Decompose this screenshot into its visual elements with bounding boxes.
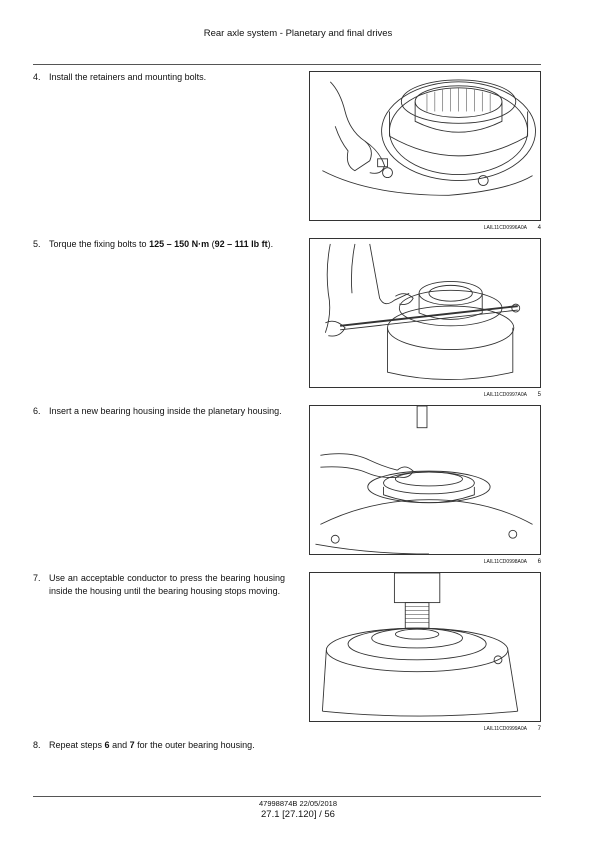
figure-5-image <box>309 238 541 388</box>
figure-code: LAIL11CD0996A0A <box>483 225 527 231</box>
torque-nm-value: 125 – 150 N·m <box>149 239 210 249</box>
step-text: Use an acceptable conductor to press the… <box>49 573 285 596</box>
figure-6-image <box>309 405 541 555</box>
page-number: 27.1 [27.120] / 56 <box>261 809 335 820</box>
step-text: Torque the fixing bolts to 125 – 150 N·m… <box>49 239 274 249</box>
figure-4-image <box>309 71 541 221</box>
torque-lbft-value: 92 – 111 lb ft <box>214 239 268 249</box>
figure-code: LAIL11CD0997A0A <box>483 392 527 398</box>
figure-code: LAIL11CD0998A0A <box>483 559 527 565</box>
step-text: Repeat steps 6 and 7 for the outer beari… <box>49 740 255 750</box>
figure-number: 6 <box>537 559 541 565</box>
figure-number: 5 <box>537 392 541 398</box>
step-number: 7. <box>33 573 41 583</box>
figure-7-caption: LAIL11CD0999A0A 7 <box>309 726 541 732</box>
header-divider <box>33 64 541 65</box>
figure-6-caption: LAIL11CD0998A0A 6 <box>309 559 541 565</box>
step-number: 5. <box>33 239 41 249</box>
step-ref-7: 7 <box>129 740 135 750</box>
step-7: 7. Use an acceptable conductor to press t… <box>33 572 288 597</box>
document-id: 47998874B 22/05/2018 <box>259 799 337 808</box>
step-text: Install the retainers and mounting bolts… <box>49 72 207 82</box>
footer-divider <box>33 796 541 797</box>
figure-number: 7 <box>537 726 541 732</box>
step-ref-6: 6 <box>104 740 110 750</box>
page-header: Rear axle system - Planetary and final d… <box>203 28 393 39</box>
step-8: 8. Repeat steps 6 and 7 for the outer bea… <box>33 739 333 752</box>
step-number: 8. <box>33 740 41 750</box>
step-6: 6. Insert a new bearing housing inside th… <box>33 405 288 418</box>
step-number: 4. <box>33 72 41 82</box>
figure-number: 4 <box>537 225 541 231</box>
figure-4-caption: LAIL11CD0996A0A 4 <box>309 225 541 231</box>
figure-5-caption: LAIL11CD0997A0A 5 <box>309 392 541 398</box>
step-4: 4. Install the retainers and mounting bol… <box>33 71 288 84</box>
figure-7-image <box>309 572 541 722</box>
step-number: 6. <box>33 406 41 416</box>
figure-code: LAIL11CD0999A0A <box>483 726 527 732</box>
step-5: 5. Torque the fixing bolts to 125 – 150 N… <box>33 238 288 251</box>
step-text: Insert a new bearing housing inside the … <box>49 406 282 416</box>
